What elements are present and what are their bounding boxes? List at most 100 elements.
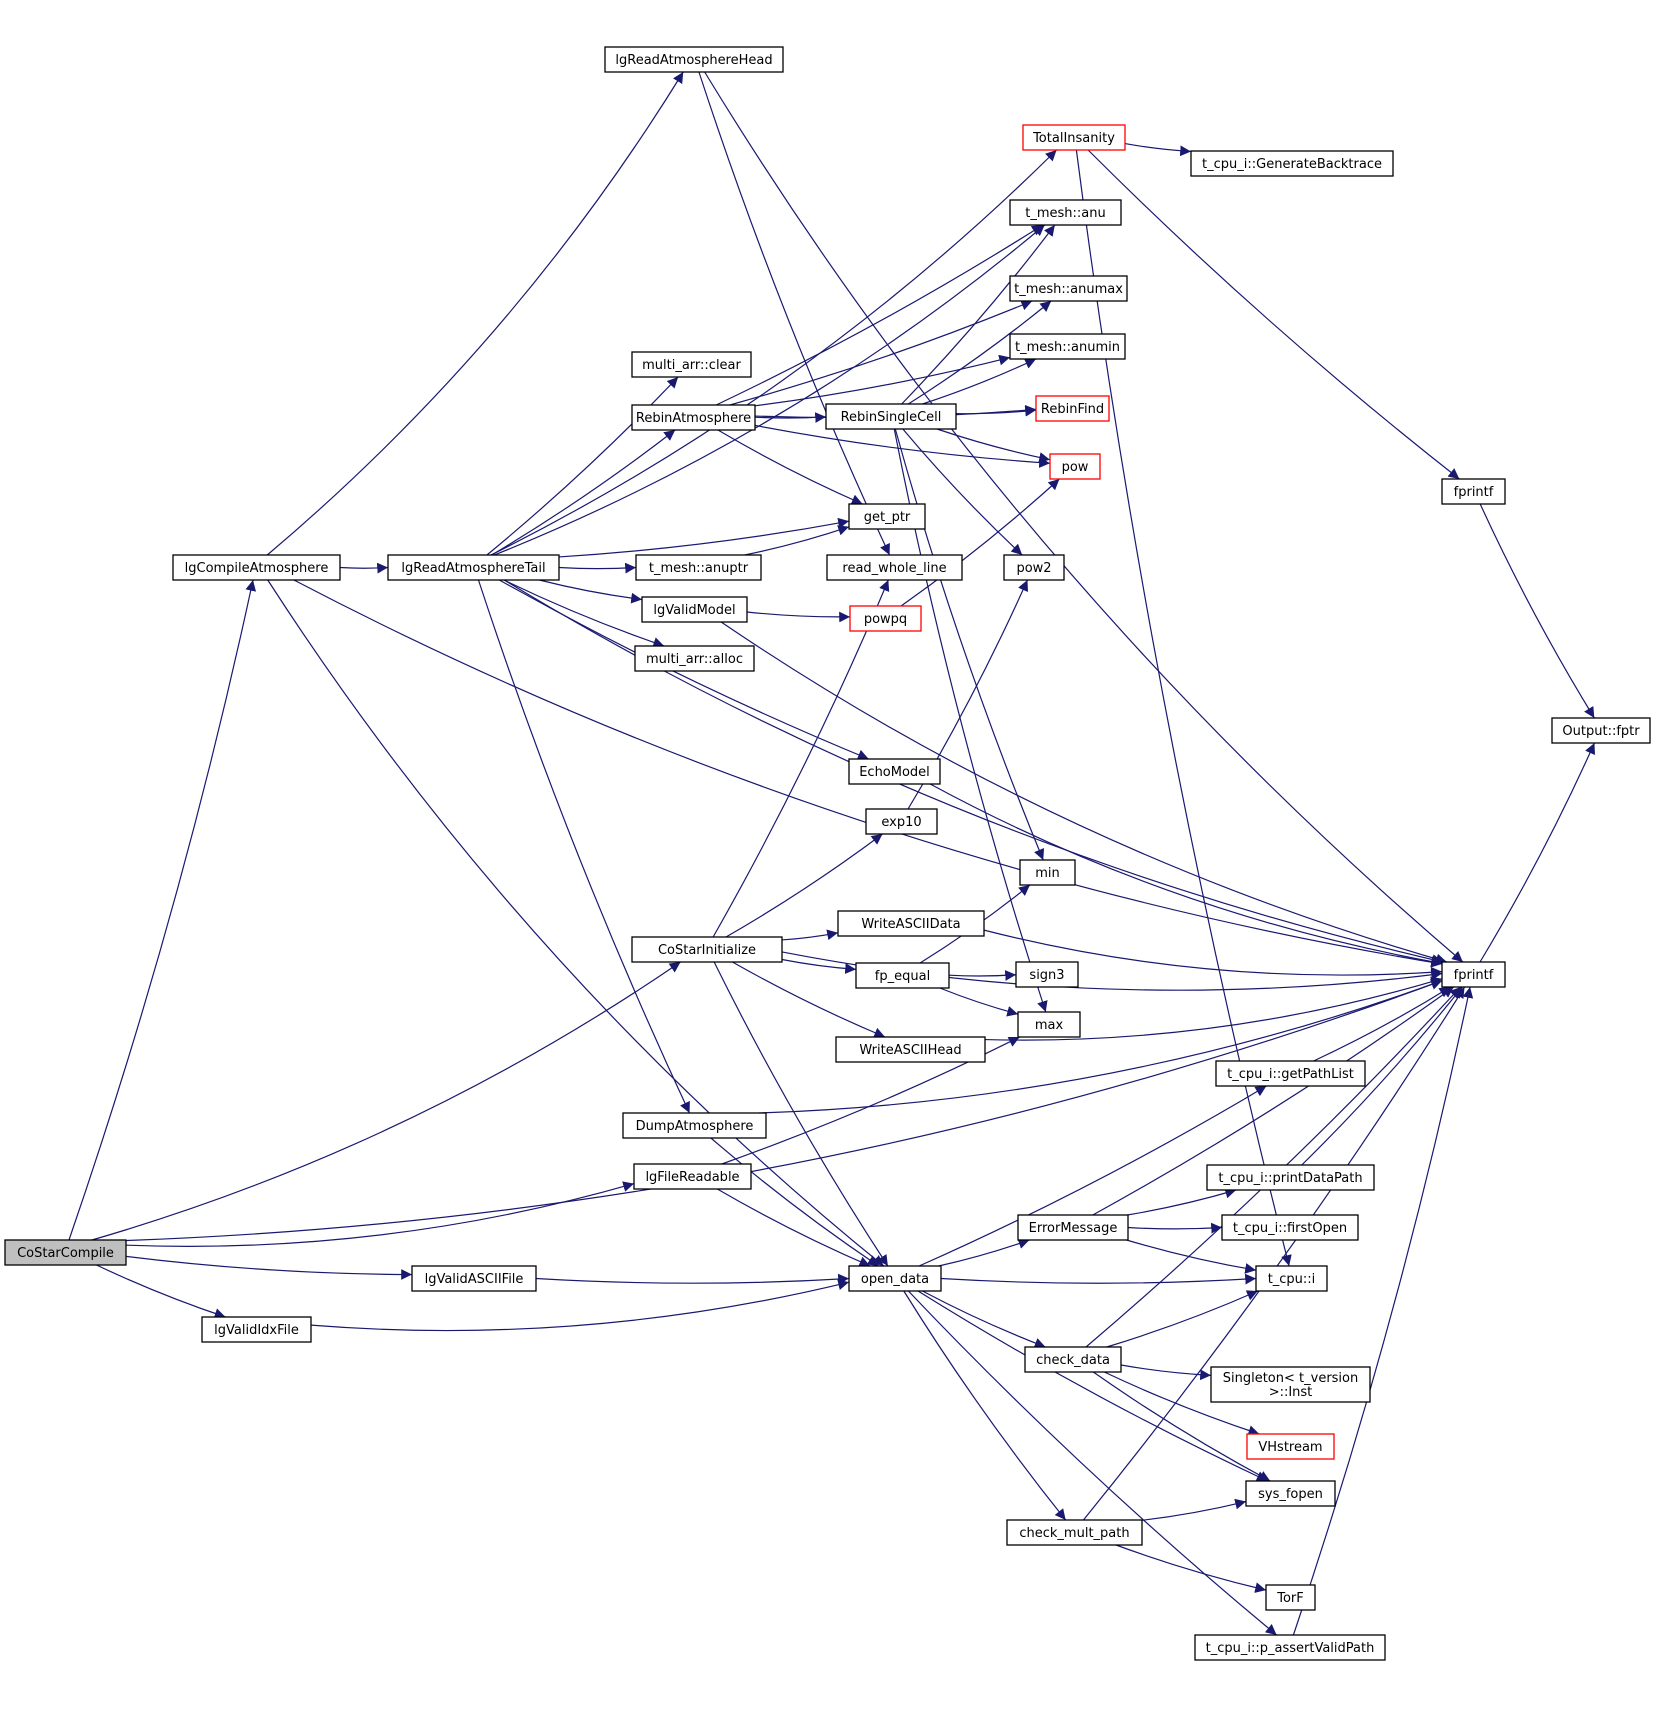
node-EchoModel[interactable]: EchoModel xyxy=(848,758,941,785)
node-box[interactable] xyxy=(1221,1214,1359,1241)
node-box[interactable] xyxy=(849,605,922,632)
node-anumin[interactable]: t_mesh::anumin xyxy=(1009,333,1126,360)
node-box[interactable] xyxy=(848,503,926,530)
node-box[interactable] xyxy=(1215,1060,1366,1087)
node-box[interactable] xyxy=(604,46,784,73)
node-check_data[interactable]: check_data xyxy=(1024,1346,1122,1373)
node-box[interactable] xyxy=(387,554,560,581)
node-getPathList[interactable]: t_cpu_i::getPathList xyxy=(1215,1060,1366,1087)
node-box[interactable] xyxy=(172,554,341,581)
node-WriteASCIIData[interactable]: WriteASCIIData xyxy=(837,910,985,937)
node-printDataPath[interactable]: t_cpu_i::printDataPath xyxy=(1206,1164,1375,1191)
node-clear[interactable]: multi_arr::clear xyxy=(631,351,752,378)
node-WriteASCIIHead[interactable]: WriteASCIIHead xyxy=(835,1036,986,1063)
node-sign3[interactable]: sign3 xyxy=(1015,961,1079,988)
node-box[interactable] xyxy=(201,1316,312,1343)
node-box[interactable] xyxy=(1190,150,1394,177)
node-box[interactable] xyxy=(1206,1164,1375,1191)
node-fp_equal[interactable]: fp_equal xyxy=(855,962,950,989)
node-CoStarInitialize[interactable]: CoStarInitialize xyxy=(631,936,783,963)
node-box[interactable] xyxy=(634,645,755,672)
node-open_data[interactable]: open_data xyxy=(848,1265,942,1292)
node-box[interactable] xyxy=(641,596,748,623)
node-max[interactable]: max xyxy=(1017,1011,1081,1038)
node-box[interactable] xyxy=(1009,199,1122,226)
node-TotalInsanity[interactable]: TotalInsanity xyxy=(1022,124,1126,151)
node-box[interactable] xyxy=(631,936,783,963)
node-box[interactable] xyxy=(1035,395,1110,422)
node-box[interactable] xyxy=(1551,717,1651,744)
node-box[interactable] xyxy=(1022,124,1126,151)
node-box[interactable] xyxy=(635,554,762,581)
node-get_ptr[interactable]: get_ptr xyxy=(848,503,926,530)
node-box[interactable] xyxy=(1019,859,1076,886)
node-box[interactable] xyxy=(855,962,950,989)
node-lgReadAtmosphereHead[interactable]: lgReadAtmosphereHead xyxy=(604,46,784,73)
node-RebinAtmosphere[interactable]: RebinAtmosphere xyxy=(631,404,756,431)
node-anumax[interactable]: t_mesh::anumax xyxy=(1009,275,1128,302)
node-check_mult_path[interactable]: check_mult_path xyxy=(1006,1519,1143,1546)
node-box[interactable] xyxy=(631,404,756,431)
node-lgValidModel[interactable]: lgValidModel xyxy=(641,596,748,623)
node-box[interactable] xyxy=(848,1265,942,1292)
node-p_assertValidPath[interactable]: t_cpu_i::p_assertValidPath xyxy=(1194,1634,1386,1661)
node-fprintf[interactable]: fprintf xyxy=(1441,961,1506,988)
node-min[interactable]: min xyxy=(1019,859,1076,886)
node-RebinFind[interactable]: RebinFind xyxy=(1035,395,1110,422)
node-box[interactable] xyxy=(1210,1366,1371,1403)
node-GenerateBacktrace[interactable]: t_cpu_i::GenerateBacktrace xyxy=(1190,150,1394,177)
node-RebinSingleCell[interactable]: RebinSingleCell xyxy=(825,403,957,430)
node-lgReadAtmosphereTail[interactable]: lgReadAtmosphereTail xyxy=(387,554,560,581)
node-box[interactable] xyxy=(1441,478,1506,505)
node-lgCompileAtmosphere[interactable]: lgCompileAtmosphere xyxy=(172,554,341,581)
node-box[interactable] xyxy=(848,758,941,785)
node-Singleton_Inst[interactable]: Singleton< t_version>::Inst xyxy=(1210,1366,1371,1403)
node-alloc[interactable]: multi_arr::alloc xyxy=(634,645,755,672)
node-pow2[interactable]: pow2 xyxy=(1003,554,1065,581)
node-VHstream[interactable]: VHstream xyxy=(1246,1433,1335,1460)
node-box[interactable] xyxy=(1024,1346,1122,1373)
node-sys_fopen[interactable]: sys_fopen xyxy=(1245,1480,1336,1507)
node-fprintf_top[interactable]: fprintf xyxy=(1441,478,1506,505)
node-box[interactable] xyxy=(4,1239,127,1266)
node-box[interactable] xyxy=(865,808,938,835)
node-box[interactable] xyxy=(1246,1433,1335,1460)
node-box[interactable] xyxy=(1017,1011,1081,1038)
node-box[interactable] xyxy=(1049,453,1101,480)
node-box[interactable] xyxy=(1003,554,1065,581)
node-box[interactable] xyxy=(1009,275,1128,302)
node-box[interactable] xyxy=(622,1112,767,1139)
node-lgFileReadable[interactable]: lgFileReadable xyxy=(633,1163,752,1190)
node-box[interactable] xyxy=(826,554,963,581)
node-firstOpen[interactable]: t_cpu_i::firstOpen xyxy=(1221,1214,1359,1241)
node-box[interactable] xyxy=(1015,961,1079,988)
node-anuptr[interactable]: t_mesh::anuptr xyxy=(635,554,762,581)
node-box[interactable] xyxy=(1441,961,1506,988)
node-exp10[interactable]: exp10 xyxy=(865,808,938,835)
node-box[interactable] xyxy=(1009,333,1126,360)
node-box[interactable] xyxy=(633,1163,752,1190)
node-box[interactable] xyxy=(1017,1214,1129,1241)
node-box[interactable] xyxy=(1255,1265,1328,1292)
node-lgValidIdxFile[interactable]: lgValidIdxFile xyxy=(201,1316,312,1343)
node-CoStarCompile[interactable]: CoStarCompile xyxy=(4,1239,127,1266)
node-lgValidASCIIFile[interactable]: lgValidASCIIFile xyxy=(411,1265,537,1292)
node-box[interactable] xyxy=(411,1265,537,1292)
node-powpq[interactable]: powpq xyxy=(849,605,922,632)
node-DumpAtmosphere[interactable]: DumpAtmosphere xyxy=(622,1112,767,1139)
node-box[interactable] xyxy=(1245,1480,1336,1507)
node-box[interactable] xyxy=(1194,1634,1386,1661)
node-pow[interactable]: pow xyxy=(1049,453,1101,480)
node-read_whole_line[interactable]: read_whole_line xyxy=(826,554,963,581)
node-anu[interactable]: t_mesh::anu xyxy=(1009,199,1122,226)
node-box[interactable] xyxy=(825,403,957,430)
node-box[interactable] xyxy=(837,910,985,937)
node-box[interactable] xyxy=(631,351,752,378)
node-box[interactable] xyxy=(1006,1519,1143,1546)
node-t_cpu_i[interactable]: t_cpu::i xyxy=(1255,1265,1328,1292)
node-box[interactable] xyxy=(1265,1584,1316,1611)
node-TorF[interactable]: TorF xyxy=(1265,1584,1316,1611)
node-Output_fptr[interactable]: Output::fptr xyxy=(1551,717,1651,744)
node-ErrorMessage[interactable]: ErrorMessage xyxy=(1017,1214,1129,1241)
node-box[interactable] xyxy=(835,1036,986,1063)
